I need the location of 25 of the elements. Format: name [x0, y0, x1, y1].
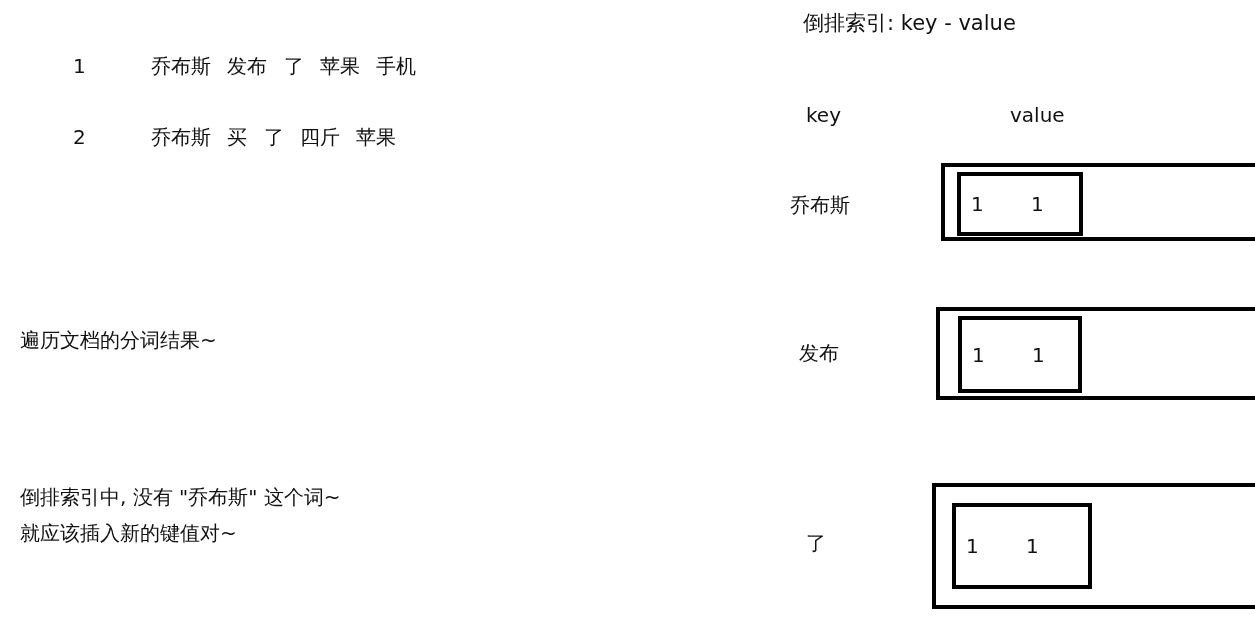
label-text: 了: [806, 531, 826, 555]
label-text: value: [1010, 103, 1065, 127]
label-text: 倒排索引中, 没有 "乔布斯" 这个词~: [20, 485, 341, 509]
value-number: 1: [966, 534, 979, 558]
label-text: 乔布斯 买 了 四斤 苹果: [151, 125, 397, 149]
value-box: [952, 503, 1092, 589]
value-number: 1: [1026, 534, 1039, 558]
label-text: key: [806, 103, 841, 127]
value-number: 1: [1032, 342, 1045, 367]
value-number: 1: [1031, 192, 1044, 216]
label-text: 就应该插入新的键值对~: [20, 521, 237, 545]
label-text: 2: [73, 125, 86, 149]
value-box: [957, 172, 1083, 236]
label-text: 乔布斯: [790, 193, 850, 217]
value-number: 1: [971, 192, 984, 216]
value-box: [958, 316, 1082, 393]
entry-box: [941, 163, 1255, 241]
label-text: 乔布斯 发布 了 苹果 手机: [151, 54, 417, 78]
label-text: 发布: [799, 341, 839, 365]
entry-box: [932, 483, 1255, 609]
label-text: 遍历文档的分词结果~: [20, 328, 217, 352]
entry-box: [936, 307, 1255, 400]
label-text: 1: [73, 54, 86, 78]
heading: 倒排索引: key - value: [803, 11, 1016, 35]
value-number: 1: [972, 342, 985, 367]
